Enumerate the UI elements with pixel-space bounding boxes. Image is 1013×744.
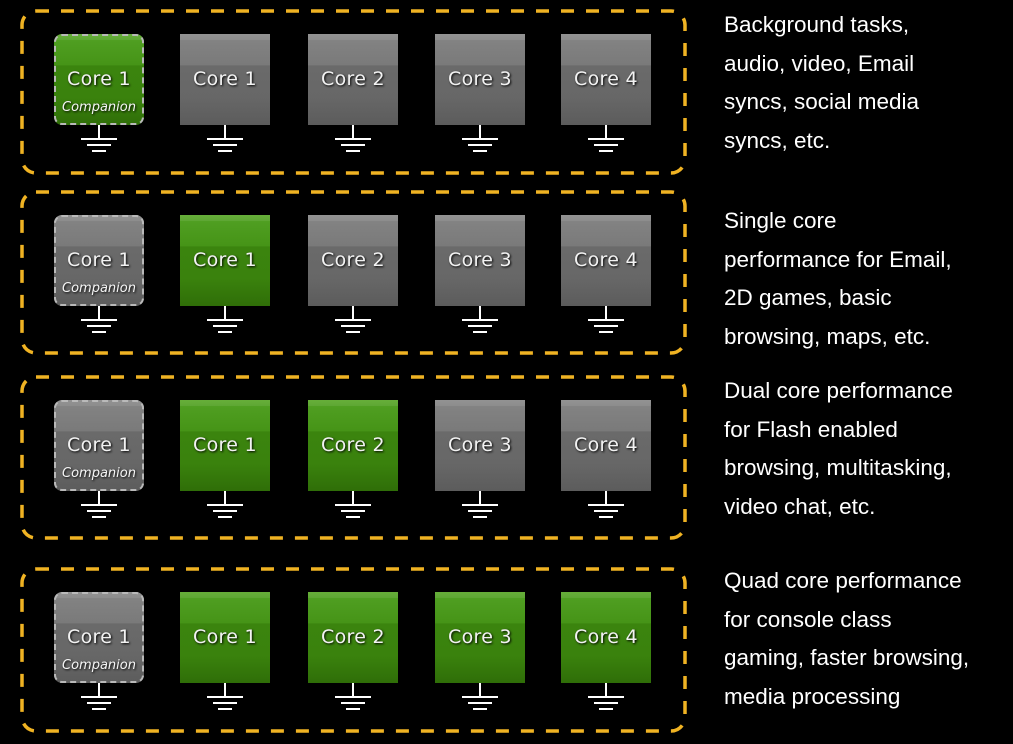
core-chip — [54, 34, 144, 125]
core-label: Core 1 — [193, 626, 257, 648]
dashed-frame — [20, 567, 687, 733]
core-label: Core 1 — [67, 626, 131, 648]
core-chip — [180, 592, 270, 683]
dashed-frame — [20, 375, 687, 540]
core-1-active: Core 1 — [180, 215, 270, 306]
companion-label: Companion — [62, 281, 136, 296]
core-label: Core 1 — [193, 434, 257, 456]
ground-icon — [81, 683, 117, 710]
core-chip — [561, 592, 651, 683]
ground-icon — [81, 491, 117, 518]
core-chip — [308, 215, 398, 306]
mode-row-companion-only: Core 1 Companion Core 1 Core 2 Core 3 Core 4 — [20, 9, 687, 175]
mode-row-single-core: Core 1 Companion Core 1 Core 2 Core 3 Core 4 — [20, 190, 687, 355]
companion-core-inactive: Core 1 Companion — [54, 592, 144, 683]
core-4-active: Core 4 — [561, 592, 651, 683]
core-3-active: Core 3 — [435, 592, 525, 683]
core-chip — [180, 215, 270, 306]
core-label: Core 4 — [574, 626, 638, 648]
core-label: Core 1 — [67, 68, 131, 90]
core-1-active: Core 1 — [180, 592, 270, 683]
core-3-inactive: Core 3 — [435, 400, 525, 491]
ground-icon — [588, 125, 624, 152]
core-3-inactive: Core 3 — [435, 34, 525, 125]
ground-icon — [462, 306, 498, 333]
core-chip — [54, 400, 144, 491]
dashed-frame — [20, 9, 687, 175]
core-2-active: Core 2 — [308, 400, 398, 491]
ground-icon — [462, 491, 498, 518]
ground-icon — [335, 491, 371, 518]
ground-icon — [462, 683, 498, 710]
core-chip — [308, 592, 398, 683]
core-label: Core 1 — [193, 249, 257, 271]
core-label: Core 3 — [448, 434, 512, 456]
core-chip — [561, 34, 651, 125]
core-chip — [54, 592, 144, 683]
ground-icon — [81, 125, 117, 152]
mode-row-quad-core: Core 1 Companion Core 1 Core 2 Core 3 Core 4 — [20, 567, 687, 733]
core-label: Core 2 — [321, 626, 385, 648]
mode-description: Dual core performance for Flash enabled … — [724, 378, 953, 519]
core-4-inactive: Core 4 — [561, 34, 651, 125]
mode-description: Background tasks, audio, video, Email sy… — [724, 12, 920, 153]
core-chip — [54, 215, 144, 306]
core-label: Core 3 — [448, 249, 512, 271]
core-label: Core 2 — [321, 68, 385, 90]
core-chip — [308, 400, 398, 491]
ground-icon — [588, 491, 624, 518]
mode-row-dual-core: Core 1 Companion Core 1 Core 2 Core 3 Core 4 — [20, 375, 687, 540]
ground-icon — [207, 125, 243, 152]
core-label: Core 1 — [67, 434, 131, 456]
core-label: Core 2 — [321, 249, 385, 271]
core-chip — [180, 400, 270, 491]
core-chip — [435, 215, 525, 306]
ground-icon — [81, 306, 117, 333]
companion-core-active: Core 1 Companion — [54, 34, 144, 125]
dashed-frame — [20, 190, 687, 355]
core-chip — [308, 34, 398, 125]
ground-icon — [588, 683, 624, 710]
core-chip — [435, 34, 525, 125]
core-label: Core 1 — [193, 68, 257, 90]
ground-icon — [462, 125, 498, 152]
core-label: Core 4 — [574, 249, 638, 271]
core-label: Core 2 — [321, 434, 385, 456]
core-4-inactive: Core 4 — [561, 400, 651, 491]
core-chip — [435, 400, 525, 491]
core-label: Core 1 — [67, 249, 131, 271]
ground-icon — [207, 683, 243, 710]
mode-description: Quad core performance for console class … — [724, 568, 970, 709]
mode-description: Single core performance for Email, 2D ga… — [724, 208, 952, 349]
core-chip — [180, 34, 270, 125]
ground-icon — [207, 491, 243, 518]
core-chip — [561, 215, 651, 306]
ground-icon — [335, 306, 371, 333]
core-chip — [435, 592, 525, 683]
companion-label: Companion — [62, 658, 136, 673]
ground-icon — [588, 306, 624, 333]
core-3-inactive: Core 3 — [435, 215, 525, 306]
core-1-active: Core 1 — [180, 400, 270, 491]
core-label: Core 3 — [448, 626, 512, 648]
core-1-inactive: Core 1 — [180, 34, 270, 125]
companion-label: Companion — [62, 466, 136, 481]
ground-icon — [335, 683, 371, 710]
companion-core-inactive: Core 1 Companion — [54, 400, 144, 491]
ground-icon — [335, 125, 371, 152]
core-2-active: Core 2 — [308, 592, 398, 683]
core-label: Core 3 — [448, 68, 512, 90]
ground-icon — [207, 306, 243, 333]
companion-core-inactive: Core 1 Companion — [54, 215, 144, 306]
core-2-inactive: Core 2 — [308, 34, 398, 125]
core-4-inactive: Core 4 — [561, 215, 651, 306]
core-chip — [561, 400, 651, 491]
core-label: Core 4 — [574, 434, 638, 456]
companion-label: Companion — [62, 100, 136, 115]
core-2-inactive: Core 2 — [308, 215, 398, 306]
core-label: Core 4 — [574, 68, 638, 90]
